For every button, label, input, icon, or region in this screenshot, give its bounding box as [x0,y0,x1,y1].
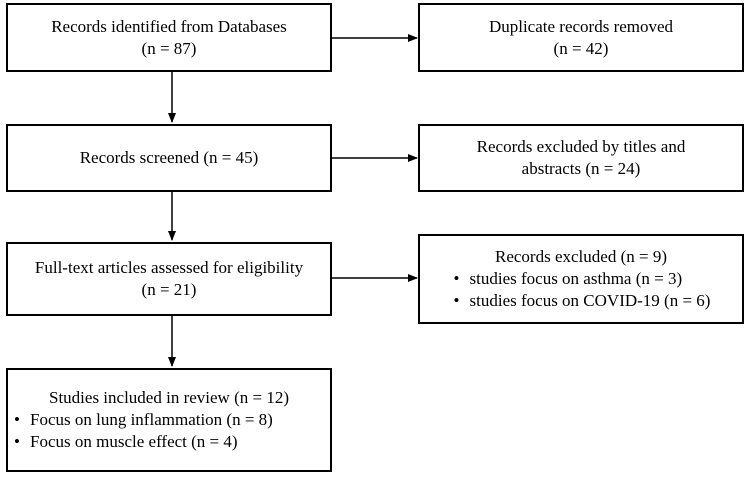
list-item: Focus on muscle effect (n = 4) [12,431,273,453]
excluded-titles-line1: Records excluded by titles and [476,137,686,156]
duplicates-count: (n = 42) [553,38,609,58]
box-fulltext-assessed: Full-text articles assessed for eligibil… [6,242,332,316]
box-records-identified: Records identified from Databases (n = 8… [6,3,332,72]
studies-included-title: Studies included in review (n = 12) [49,388,289,407]
fulltext-label: Full-text articles assessed for eligibil… [34,258,304,277]
studies-included-list: Focus on lung inflammation (n = 8) Focus… [12,409,273,453]
excluded-titles-line2: abstracts (n = 24) [521,159,641,178]
records-identified-count: (n = 87) [141,38,197,58]
records-excluded-list: studies focus on asthma (n = 3) studies … [452,268,711,312]
box-duplicates-removed: Duplicate records removed (n = 42) [418,3,744,72]
box-excluded-titles: Records excluded by titles and abstracts… [418,124,744,192]
fulltext-count: (n = 21) [141,280,197,299]
records-identified-label: Records identified from Databases [51,16,287,36]
duplicates-label: Duplicate records removed [488,16,674,36]
box-studies-included: Studies included in review (n = 12) Focu… [6,368,332,472]
list-item: studies focus on asthma (n = 3) [452,268,711,290]
records-excluded-title: Records excluded (n = 9) [495,247,667,266]
list-item: studies focus on COVID-19 (n = 6) [452,290,711,312]
box-records-screened: Records screened (n = 45) [6,124,332,192]
list-item: Focus on lung inflammation (n = 8) [12,409,273,431]
box-records-excluded: Records excluded (n = 9) studies focus o… [418,234,744,324]
records-screened-label: Records screened (n = 45) [79,148,259,167]
